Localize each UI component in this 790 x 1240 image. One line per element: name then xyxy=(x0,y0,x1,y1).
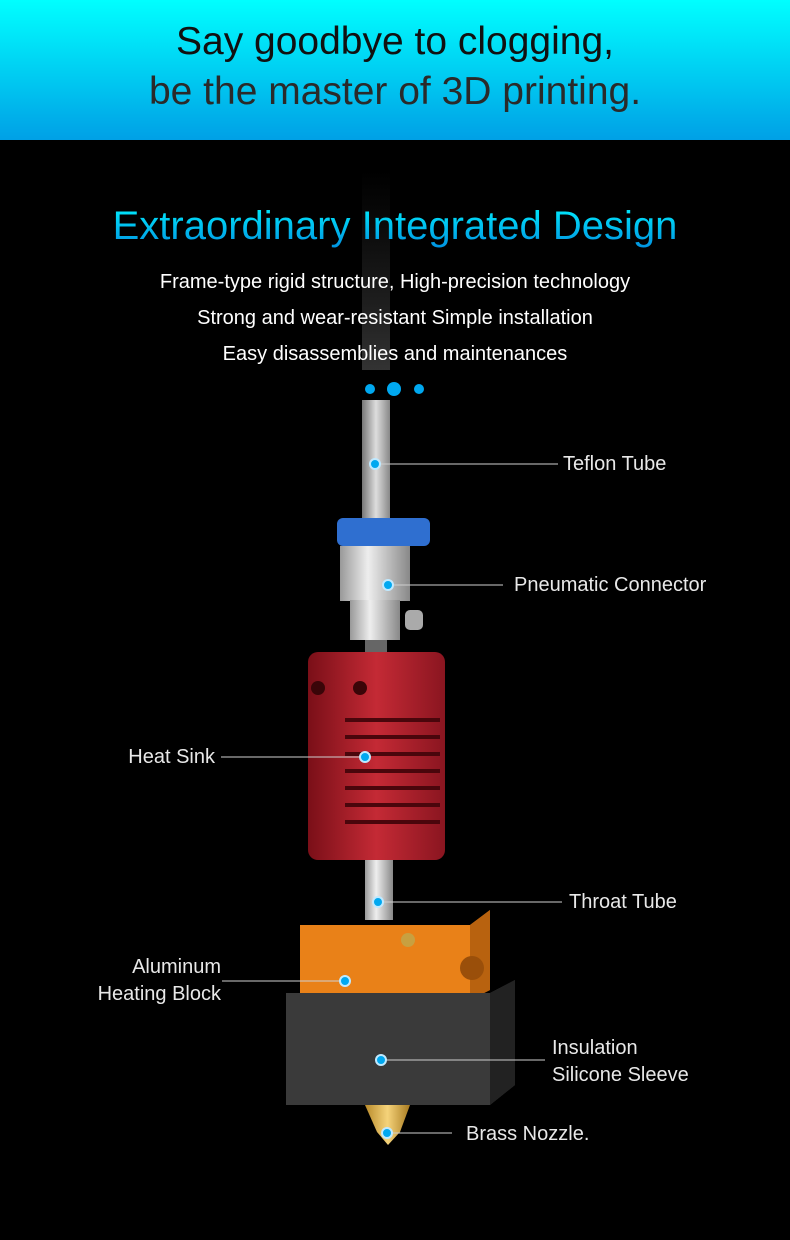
label-heating-block-1: Aluminum xyxy=(132,956,221,978)
tube-shadow xyxy=(362,170,390,370)
label-pneumatic-connector: Pneumatic Connector xyxy=(514,574,707,596)
feature-3: Easy disassemblies and maintenances xyxy=(222,343,568,365)
dot-indicator xyxy=(387,382,401,396)
label-heating-block-2: Heating Block xyxy=(97,983,221,1005)
section-title: Extraordinary Integrated Design xyxy=(0,204,790,249)
feature-1: Frame-type rigid structure, High-precisi… xyxy=(159,271,631,293)
label-brass-nozzle: Brass Nozzle. xyxy=(466,1123,590,1145)
label-teflon-tube: Teflon Tube xyxy=(563,453,667,475)
label-sleeve-1: Insulation xyxy=(552,1037,638,1059)
heat-sink-hole xyxy=(353,681,367,695)
headline-line-1: Say goodbye to clogging, xyxy=(176,20,614,63)
heat-sink-fins xyxy=(345,718,440,824)
heating-block-side xyxy=(470,910,490,1000)
throat-tube xyxy=(365,860,393,920)
heating-block-hole xyxy=(460,956,484,980)
label-sleeve-2: Silicone Sleeve xyxy=(552,1064,689,1086)
pneumatic-screw xyxy=(405,610,423,630)
dot-indicator xyxy=(414,384,424,394)
heating-block-screw xyxy=(401,933,415,947)
brass-nozzle xyxy=(365,1105,410,1145)
pneumatic-collet xyxy=(337,518,430,546)
callout-dots xyxy=(339,458,394,1139)
pneumatic-body xyxy=(350,600,400,640)
heating-block xyxy=(300,910,490,1000)
header-banner: Say goodbye to clogging, be the master o… xyxy=(0,0,790,140)
feature-2: Strong and wear-resistant Simple install… xyxy=(197,307,593,329)
silicone-sleeve-side xyxy=(490,980,515,1105)
headline-line-2: be the master of 3D printing. xyxy=(148,70,642,113)
pneumatic-hex xyxy=(340,546,410,601)
callout-lines xyxy=(221,463,562,1134)
dot-indicator xyxy=(365,384,375,394)
heat-sink-hole xyxy=(311,681,325,695)
label-throat-tube: Throat Tube xyxy=(569,891,677,913)
label-heat-sink: Heat Sink xyxy=(128,746,215,768)
silicone-sleeve xyxy=(286,980,515,1105)
